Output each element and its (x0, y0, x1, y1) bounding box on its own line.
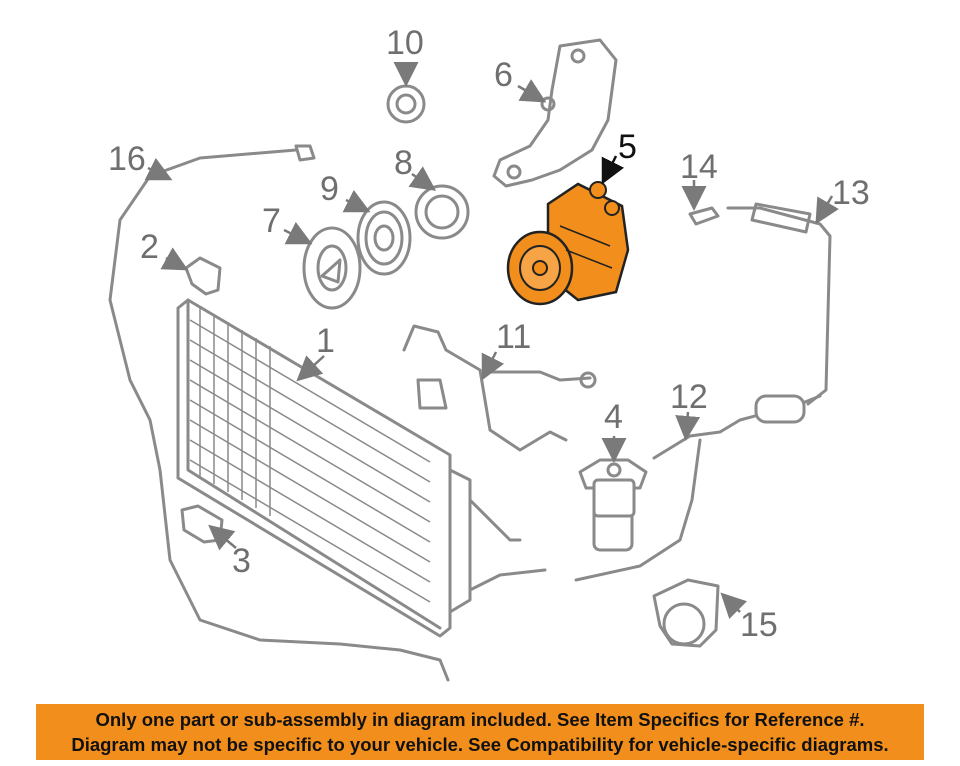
callout-13: 13 (832, 174, 870, 212)
mounting-bracket (492, 38, 618, 188)
callout-15: 15 (740, 606, 778, 644)
callout-9: 9 (320, 170, 339, 208)
callout-8: 8 (394, 144, 413, 182)
callout-5: 5 (618, 128, 637, 166)
hose-16 (108, 144, 450, 682)
disclaimer-line-1: Only one part or sub-assembly in diagram… (95, 709, 865, 730)
leader-arrows (144, 62, 839, 619)
callout-12: 12 (670, 378, 708, 416)
fitting-14 (688, 206, 720, 226)
callout-7: 7 (262, 202, 281, 240)
field-coil (414, 184, 470, 240)
clutch-hub (302, 226, 362, 310)
receiver-drier (578, 458, 648, 552)
callout-4: 4 (604, 398, 623, 436)
bracket-3 (180, 504, 224, 544)
callout-10: 10 (386, 24, 424, 62)
condenser (176, 298, 547, 638)
callout-11: 11 (496, 318, 531, 356)
suction-hose (402, 324, 597, 452)
ac-parts-diagram: 1 2 3 4 5 6 7 8 9 10 11 12 13 14 15 16 (108, 24, 870, 682)
discharge-hose (726, 202, 832, 406)
clutch-pulley (356, 200, 412, 276)
callout-6: 6 (494, 56, 513, 94)
disclaimer-line-2: Diagram may not be specific to your vehi… (71, 734, 889, 755)
callout-1: 1 (316, 322, 335, 360)
bracket-15 (652, 578, 720, 648)
bracket-2 (184, 256, 222, 296)
callout-14: 14 (680, 148, 718, 186)
bearing (386, 84, 426, 124)
disclaimer-banner: Only one part or sub-assembly in diagram… (36, 704, 924, 760)
callout-2: 2 (140, 228, 159, 266)
callout-16: 16 (108, 140, 146, 178)
ac-compressor (506, 181, 630, 306)
callout-3: 3 (232, 542, 251, 580)
